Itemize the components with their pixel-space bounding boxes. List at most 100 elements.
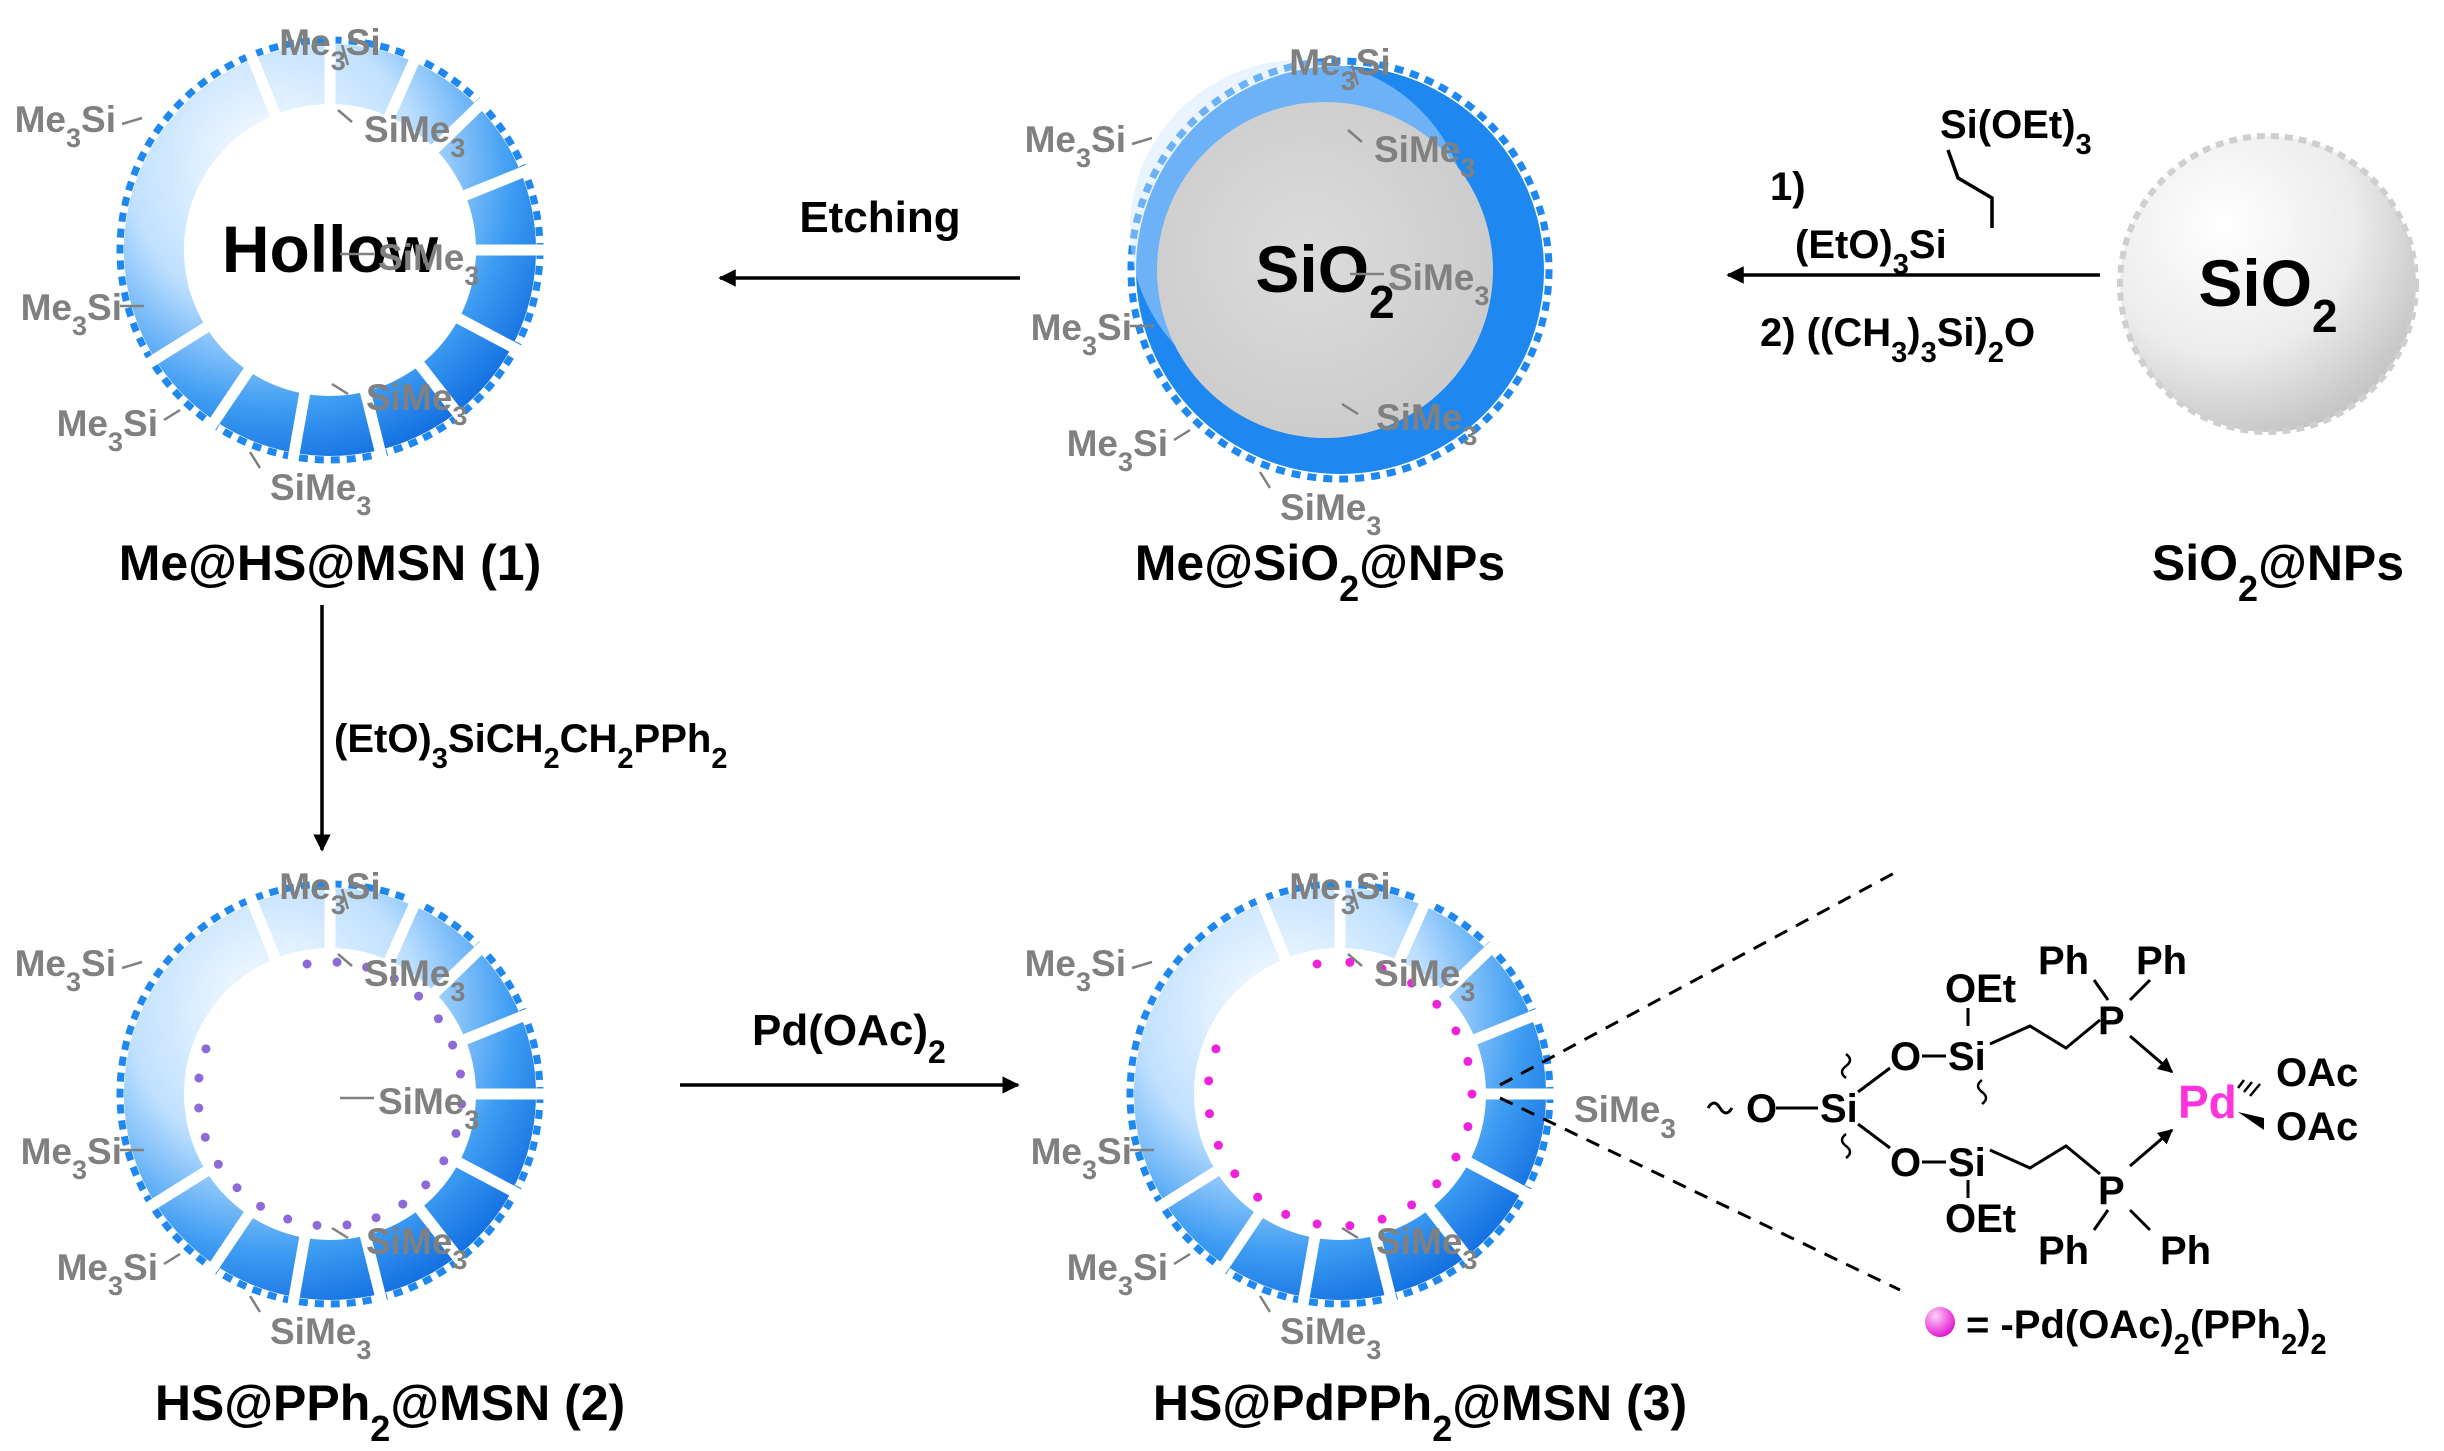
core-label: SiO2 bbox=[1255, 232, 1394, 328]
surface-site-dot bbox=[200, 1132, 210, 1142]
o-atom-left: O bbox=[1746, 1087, 1777, 1131]
particle-coated: SiO2 bbox=[1127, 57, 1553, 483]
pore-channel bbox=[426, 939, 490, 1001]
pore-channel bbox=[143, 319, 215, 370]
pore-channel bbox=[411, 1200, 468, 1268]
group-tick-line bbox=[1131, 960, 1153, 970]
me3si-group-label: Me3Si bbox=[1067, 423, 1168, 477]
ph-2: Ph bbox=[2136, 939, 2187, 983]
surface-site-dot bbox=[1204, 1109, 1214, 1119]
surface-site-dot bbox=[433, 1014, 443, 1024]
particle-pd bbox=[1126, 878, 1556, 1308]
hollow-cavity bbox=[184, 104, 476, 396]
surface-site-dot bbox=[194, 1103, 204, 1113]
surface-site-dot bbox=[439, 1156, 449, 1166]
group-tick-line bbox=[1258, 1295, 1272, 1313]
surface-site-dot bbox=[332, 957, 342, 967]
surface-site-dot bbox=[1345, 957, 1355, 967]
surface-site-dot bbox=[283, 1214, 293, 1224]
sime3-group-label: SiMe3 bbox=[1376, 1221, 1477, 1275]
si-atom-lower: Si bbox=[1948, 1141, 1986, 1185]
si-atom-upper: Si bbox=[1948, 1035, 1986, 1079]
surface-site-dot bbox=[312, 1220, 322, 1230]
pore-channel bbox=[358, 1228, 388, 1305]
sime3-group-label: SiMe3 bbox=[364, 953, 465, 1007]
particle-hollow: Hollow bbox=[116, 34, 546, 464]
pore-channel bbox=[426, 95, 490, 157]
label-hs-pdpph2-msn: HS@PdPPh2@MSN (3) bbox=[1153, 1375, 1687, 1449]
surface-site-dot bbox=[201, 1044, 211, 1054]
me3si-group-label: Me3Si bbox=[279, 22, 380, 76]
me3si-group-label: Me3Si bbox=[1067, 1247, 1168, 1301]
me3si-group-label: Me3Si bbox=[1025, 943, 1126, 997]
sime3-group-label: SiMe3 bbox=[1376, 397, 1477, 451]
pore-channel bbox=[204, 362, 257, 433]
sime3-group-label: SiMe3 bbox=[364, 109, 465, 163]
pore-channel bbox=[381, 894, 423, 969]
pore-channel bbox=[1421, 1200, 1478, 1268]
me3si-group-label: Me3Si bbox=[57, 1247, 158, 1301]
surface-site-dot bbox=[1312, 959, 1322, 969]
sime3-group-label: SiMe3 bbox=[270, 1311, 371, 1365]
surface-site-dot bbox=[1432, 999, 1442, 1009]
p-atom-lower: P bbox=[2098, 1169, 2125, 1213]
step1-reagent-bottom: (EtO)3Si bbox=[1795, 223, 1947, 281]
surface-site-dot bbox=[421, 1180, 431, 1190]
me3si-group-label: Me3Si bbox=[1289, 42, 1390, 96]
pore-channel bbox=[451, 1154, 524, 1201]
surface-site-dot bbox=[1213, 1140, 1223, 1150]
surface-site-dot bbox=[457, 1099, 467, 1109]
sime3-group-label: SiMe3 bbox=[1374, 953, 1475, 1007]
group-tick-line bbox=[1258, 471, 1272, 489]
surface-site-dot bbox=[1407, 978, 1417, 988]
group-tick-line bbox=[340, 44, 350, 66]
surface-site-dot bbox=[389, 974, 399, 984]
group-tick-line bbox=[248, 451, 262, 469]
label-me-sio2-nps: Me@SiO2@NPs bbox=[1135, 535, 1505, 609]
pore-channel bbox=[143, 1163, 215, 1214]
surface-site-dot bbox=[213, 1159, 223, 1169]
oet-upper: OEt bbox=[1945, 967, 2016, 1011]
pore-channel bbox=[1436, 939, 1500, 1001]
sime3-group-label: SiMe3 bbox=[1280, 487, 1381, 541]
p-atom-upper: P bbox=[2098, 999, 2125, 1043]
pore-channel bbox=[243, 47, 283, 123]
surface-site-dot bbox=[1432, 1179, 1442, 1189]
pore-channel bbox=[1391, 894, 1433, 969]
o-atom-upper: O bbox=[1890, 1035, 1921, 1079]
group-tick-line bbox=[1341, 1226, 1359, 1240]
me3si-group-label: Me3Si bbox=[1025, 119, 1126, 173]
me3si-group-label: Me3Si bbox=[21, 1131, 122, 1185]
surface-site-dot bbox=[414, 991, 424, 1001]
label-sio2-nps: SiO2@NPs bbox=[2152, 535, 2404, 609]
label-me-hs-msn: Me@HS@MSN (1) bbox=[119, 535, 542, 591]
pore-channel bbox=[457, 1007, 533, 1047]
ph-3: Ph bbox=[2038, 1229, 2089, 1273]
group-tick-line bbox=[121, 116, 143, 126]
surface-site-dot bbox=[451, 1128, 461, 1138]
pore-channel bbox=[457, 163, 533, 203]
group-tick-line bbox=[337, 953, 353, 967]
group-tick-line bbox=[163, 408, 181, 422]
hollow-label: Hollow bbox=[222, 212, 439, 286]
surface-site-dot bbox=[448, 1040, 458, 1050]
surface-site-dot bbox=[371, 1213, 381, 1223]
surface-site-dot bbox=[1467, 1089, 1477, 1099]
pd-complex-structure: SiMe3 O Si O O Si Si OEt OEt P P Ph Ph P… bbox=[1574, 939, 2358, 1273]
me3si-group-label: Me3Si bbox=[21, 287, 122, 341]
group-tick-line bbox=[1350, 888, 1360, 910]
phosphine-reagent: (EtO)3SiCH2CH2PPh2 bbox=[334, 717, 727, 775]
pd-atom: Pd bbox=[2178, 1076, 2237, 1128]
surface-site-dot bbox=[1463, 1056, 1473, 1066]
me3si-group-label: Me3Si bbox=[1289, 866, 1390, 920]
surface-site-dot bbox=[194, 1073, 204, 1083]
group-tick-line bbox=[340, 888, 350, 910]
pore-channel bbox=[451, 310, 524, 357]
etching-label: Etching bbox=[799, 193, 960, 242]
ph-1: Ph bbox=[2038, 939, 2089, 983]
surface-site-dot bbox=[1253, 1192, 1263, 1202]
surface-site-dot bbox=[302, 959, 312, 969]
step1-reagent-top: Si(OEt)3 bbox=[1940, 103, 2092, 161]
